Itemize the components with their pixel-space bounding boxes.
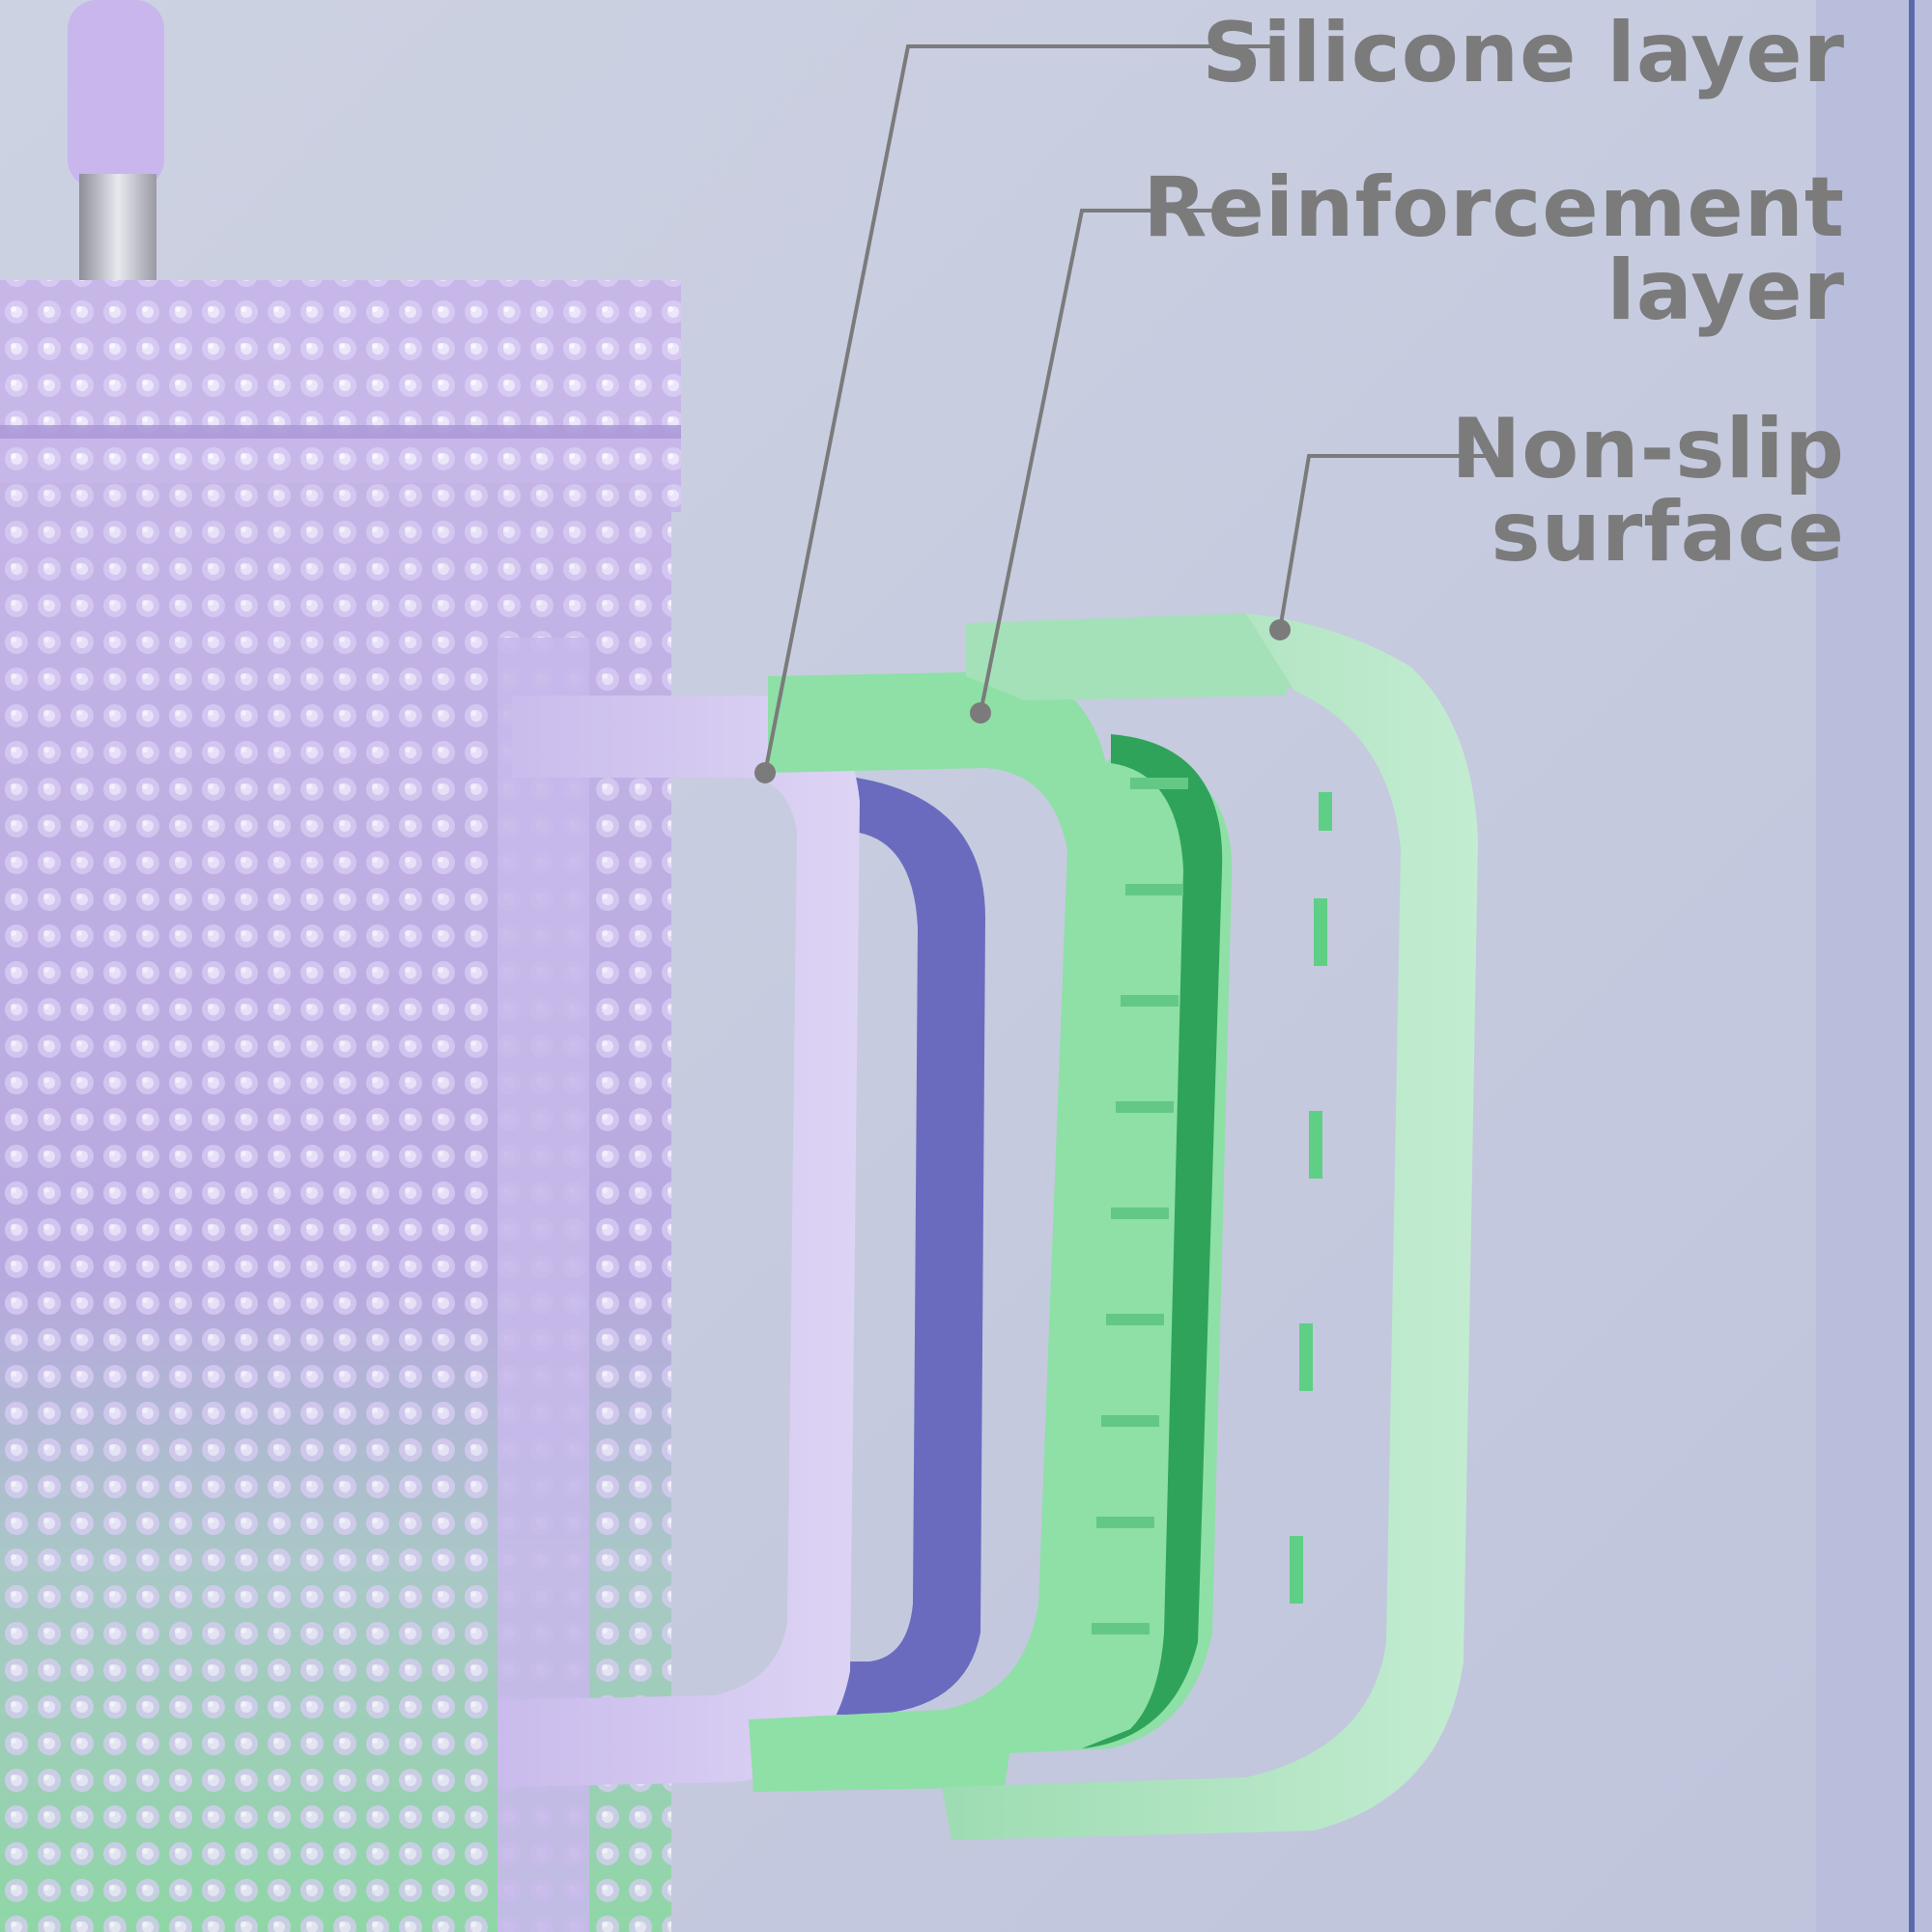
nonslip-clips (1290, 792, 1332, 1604)
silicone-layer-label-line1: Silicone layer (1202, 5, 1845, 101)
silicone-handle-shadow (792, 773, 985, 1715)
reinforcement-layer-label: Reinforcement layer (1143, 166, 1845, 332)
leader-lines (763, 44, 1495, 774)
nonslip-surface-label-line2: surface (1491, 484, 1845, 581)
silicone-layer-label: Silicone layer (1202, 12, 1845, 95)
reinforcement-layer-label-line1: Reinforcement (1143, 159, 1845, 256)
reinforcement-leader-line (979, 209, 1232, 714)
nonslip-anchor-dot (1269, 619, 1291, 640)
nonslip-leader-line (1278, 454, 1495, 631)
reinforcement-layer-label-line2: layer (1606, 242, 1845, 339)
reinforcement-handle (749, 671, 1233, 1792)
silicone-leader-line (763, 44, 1273, 774)
straw-tip (68, 0, 164, 188)
silicone-handle (497, 696, 985, 1787)
leader-dots (754, 619, 1291, 783)
tumbler-lid-studs (0, 280, 681, 512)
reinforcement-anchor-dot (970, 702, 991, 724)
nonslip-surface-label-line1: Non-slip (1451, 401, 1845, 497)
reinforcement-ribs (1092, 778, 1188, 1634)
nonslip-body (942, 613, 1478, 1840)
nonslip-handle (942, 613, 1478, 1840)
right-edge-line (1909, 0, 1915, 1932)
tumbler (0, 280, 681, 1932)
lid-seam (0, 425, 681, 439)
reinforcement-frame (749, 671, 1233, 1792)
straw-metal (79, 174, 156, 299)
silicone-anchor-dot (754, 762, 776, 783)
nonslip-surface-label: Non-slip surface (1451, 408, 1845, 574)
nonslip-top-rail (966, 613, 1299, 700)
straw (68, 0, 164, 299)
reinforcement-inner-channel (1082, 734, 1223, 1748)
silicone-handle-body (497, 696, 860, 1787)
